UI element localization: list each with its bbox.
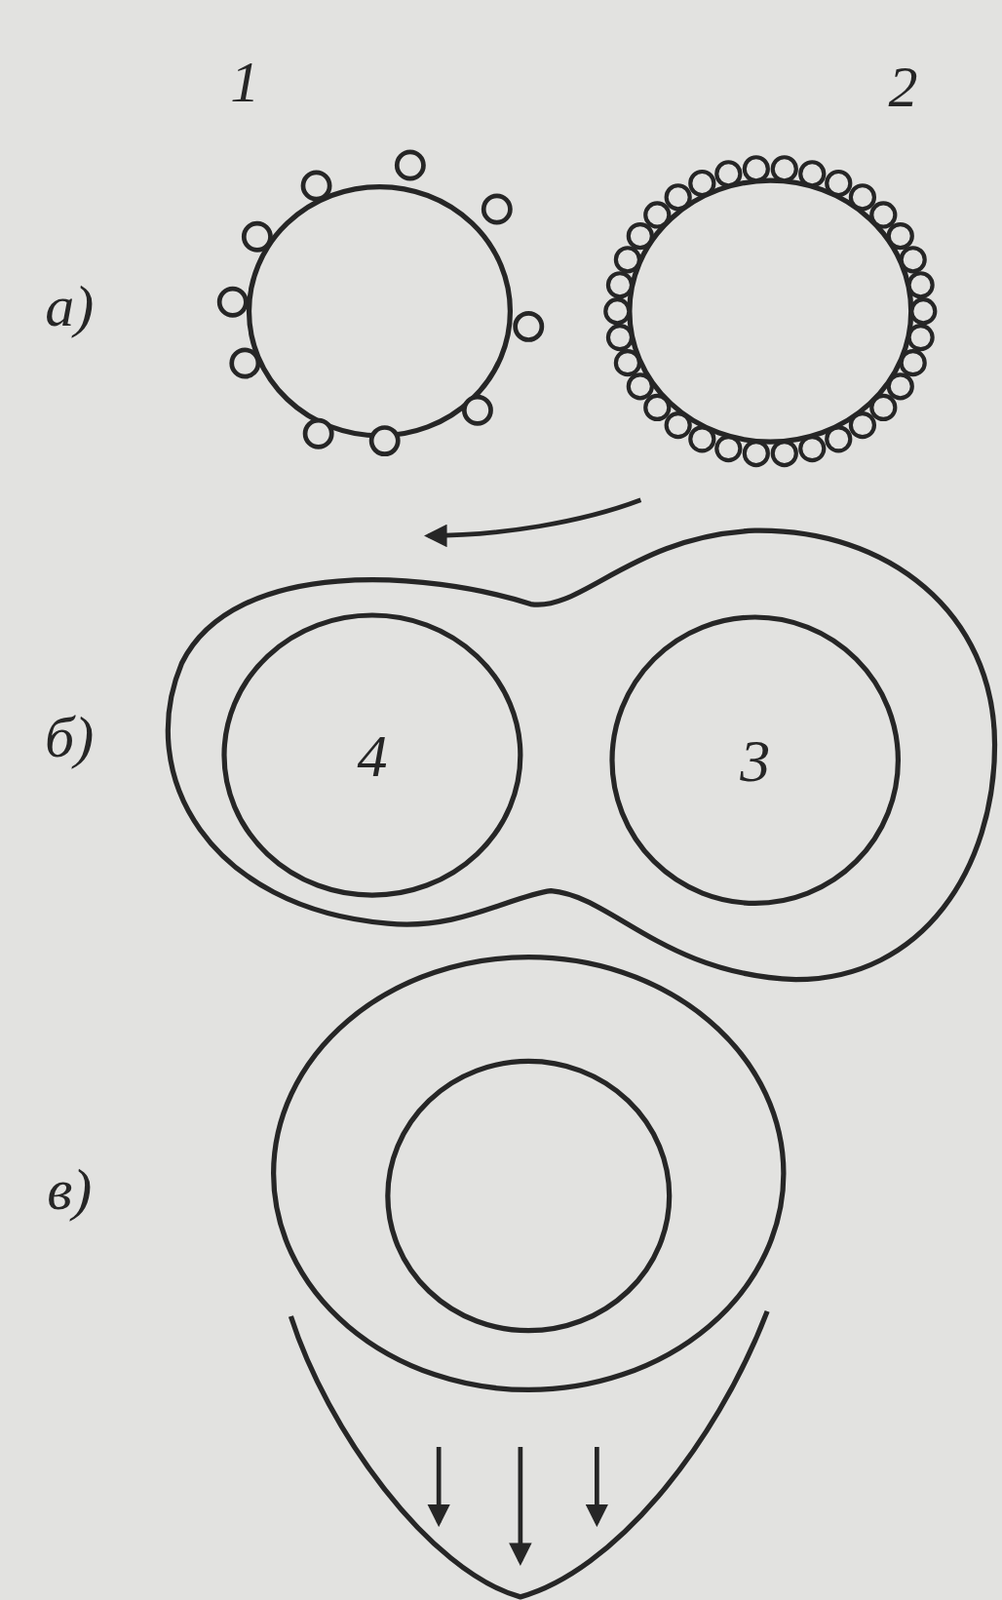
bead [716, 161, 740, 186]
bead [901, 247, 925, 271]
nucleus-outline [387, 1060, 670, 1330]
bead [645, 395, 669, 420]
bud-outline [290, 1310, 768, 1597]
bead [628, 374, 653, 398]
bead [690, 171, 714, 195]
cell-outline [273, 957, 784, 1390]
bead [888, 224, 913, 248]
bead [800, 161, 824, 186]
bead [772, 441, 797, 465]
callout-number: 3 [739, 730, 771, 791]
bead [666, 185, 691, 209]
bead [909, 272, 933, 297]
bead [605, 299, 629, 323]
bead [901, 350, 925, 375]
bead [871, 202, 895, 227]
bead-group [219, 152, 542, 455]
secretion-arrows [438, 1446, 597, 1561]
bead [716, 436, 740, 461]
bead [744, 441, 769, 465]
bead [666, 413, 691, 437]
bead [888, 374, 913, 398]
bead [772, 156, 797, 181]
cell-outline [249, 187, 511, 436]
bead [608, 272, 632, 297]
bead [850, 413, 875, 437]
bead [628, 224, 653, 248]
row-letter: а) [44, 276, 94, 336]
bead [826, 171, 850, 195]
bead [850, 185, 875, 209]
bead [645, 202, 669, 227]
row-letter: в) [46, 1159, 92, 1219]
bead [826, 426, 850, 451]
bead [608, 325, 632, 349]
column-number: 1 [230, 52, 260, 112]
compartment-circle: 4 [221, 612, 524, 898]
bead-group [605, 156, 935, 465]
direction-arrow [428, 500, 642, 537]
circle-outline [224, 615, 521, 895]
row-letter: б) [44, 707, 94, 767]
bead [690, 426, 714, 451]
bead [871, 395, 895, 420]
bead [909, 325, 933, 349]
bead [800, 436, 824, 461]
bead [616, 247, 640, 271]
circle-outline [612, 616, 898, 903]
bead [744, 156, 769, 181]
fused-envelope [167, 530, 995, 980]
bead [616, 350, 640, 375]
bead [911, 299, 935, 323]
cell-outline [629, 180, 912, 442]
column-number: 2 [887, 57, 918, 116]
compartment-circle: 3 [609, 614, 901, 906]
callout-number: 4 [357, 725, 388, 786]
